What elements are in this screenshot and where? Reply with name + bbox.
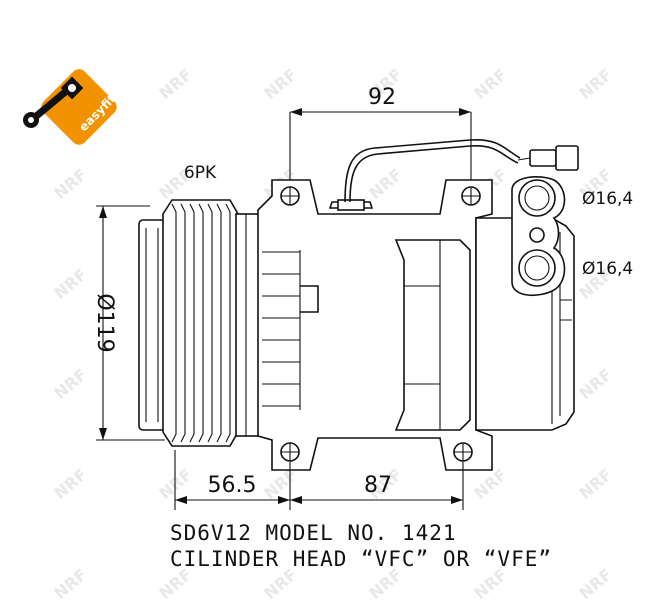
pulley-groove [225, 203, 231, 443]
refrigerant-ports: Ø16,4 Ø16,4 [511, 176, 633, 297]
watermark-mark: NRF [470, 65, 510, 103]
badge-diamond [41, 69, 117, 145]
watermark-mark: NRF [50, 365, 90, 403]
easyfit-badge: easyfit [23, 69, 119, 145]
compressor-body [257, 179, 575, 471]
clutch-pulley [138, 199, 261, 447]
watermark-mark: NRF [50, 265, 90, 303]
watermark-mark: NRF [365, 165, 405, 203]
pulley-groove [207, 203, 213, 443]
pulley-groove [198, 203, 204, 443]
caption-line-2: CILINDER HEAD “VFC” OR “VFE” [170, 547, 552, 571]
dim-right-label: 87 [364, 473, 392, 498]
dim-top-label: 92 [368, 85, 396, 110]
watermark-mark: NRF [575, 465, 615, 503]
watermark-mark: NRF [50, 165, 90, 203]
watermark-mark: NRF [50, 465, 90, 503]
pulley-type-label: 6PK [184, 163, 217, 183]
port-bottom-label: Ø16,4 [582, 259, 633, 279]
pulley-groove [189, 203, 195, 443]
watermark-mark: NRF [575, 65, 615, 103]
dim-left-label: 56.5 [208, 473, 257, 498]
dim-diameter: Ø119 [92, 205, 165, 441]
pulley-grooves [171, 203, 231, 443]
wrench-icon [23, 76, 84, 128]
pulley-groove [180, 203, 186, 443]
watermark-mark: NRF [575, 565, 615, 600]
pulley-groove [171, 203, 177, 443]
pulley-groove [216, 203, 222, 443]
dim-bottom: 56.5 87 [174, 450, 464, 510]
caption-line-1: SD6V12 MODEL NO. 1421 [170, 521, 457, 545]
wire-harness [344, 139, 579, 203]
watermark-mark: NRF [260, 65, 300, 103]
watermark-mark: NRF [50, 565, 90, 600]
dim-92: 92 [289, 85, 472, 180]
watermark-mark: NRF [575, 365, 615, 403]
port-top-label: Ø16,4 [582, 189, 633, 209]
watermark-mark: NRF [155, 65, 195, 103]
dim-diameter-label: Ø119 [92, 293, 117, 352]
